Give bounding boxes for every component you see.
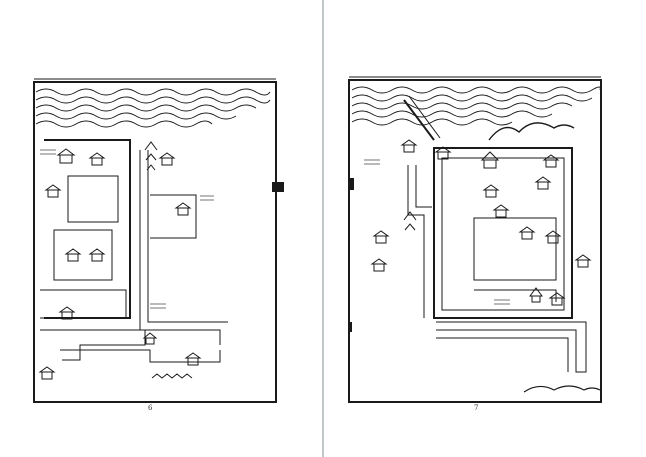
left-map-woodblock-illustration bbox=[33, 78, 284, 403]
right-map-woodblock-illustration bbox=[348, 76, 602, 403]
page-number-left: 6 bbox=[148, 404, 153, 412]
right-page[interactable]: 7 bbox=[324, 0, 646, 457]
page-gutter bbox=[322, 0, 324, 457]
left-page[interactable]: 6 bbox=[0, 0, 322, 457]
page-number-right: 7 bbox=[474, 404, 479, 412]
